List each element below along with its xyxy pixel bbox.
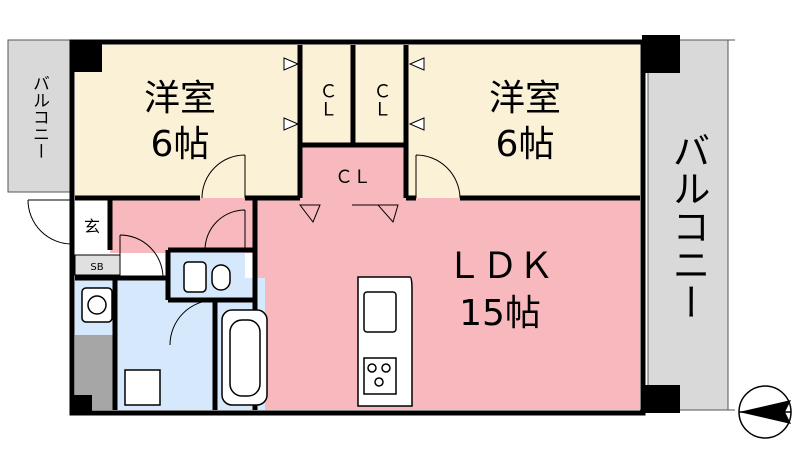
western-room-left-name: 洋室 (144, 78, 216, 119)
western-room-left-size: 6帖 (151, 124, 210, 165)
closet-middle (300, 145, 406, 198)
balcony-right-label: バルコニー (666, 131, 710, 321)
fixtures (81, 261, 413, 407)
ldk-room (255, 198, 640, 410)
stove (363, 357, 397, 395)
closet-right-label: ＣＬ (371, 82, 392, 118)
kitchen-sink (363, 291, 397, 333)
closet-left-label: ＣＬ (317, 82, 338, 118)
washing-machine (124, 369, 161, 406)
door-swings (27, 154, 461, 346)
toilet-bowl (211, 264, 231, 291)
entrance-label: 玄 (84, 217, 100, 236)
western-room-left (75, 45, 300, 198)
balcony-left-label: バルコニー (29, 75, 49, 160)
toilet-tank (183, 261, 207, 293)
ldk-size: 15帖 (459, 293, 541, 334)
western-room-right-size: 6帖 (496, 124, 555, 165)
balcony-left (7, 39, 71, 193)
ldk-name: ＬＤＫ (446, 246, 554, 287)
compass-icon (738, 385, 792, 439)
shoe-box-label: SB (90, 262, 103, 273)
western-room-right (405, 45, 640, 198)
toilet-room (170, 250, 245, 300)
western-room-right-name: 洋室 (489, 78, 561, 119)
closet-middle-label: ＣＬ (335, 167, 371, 188)
balcony-right (647, 39, 729, 411)
